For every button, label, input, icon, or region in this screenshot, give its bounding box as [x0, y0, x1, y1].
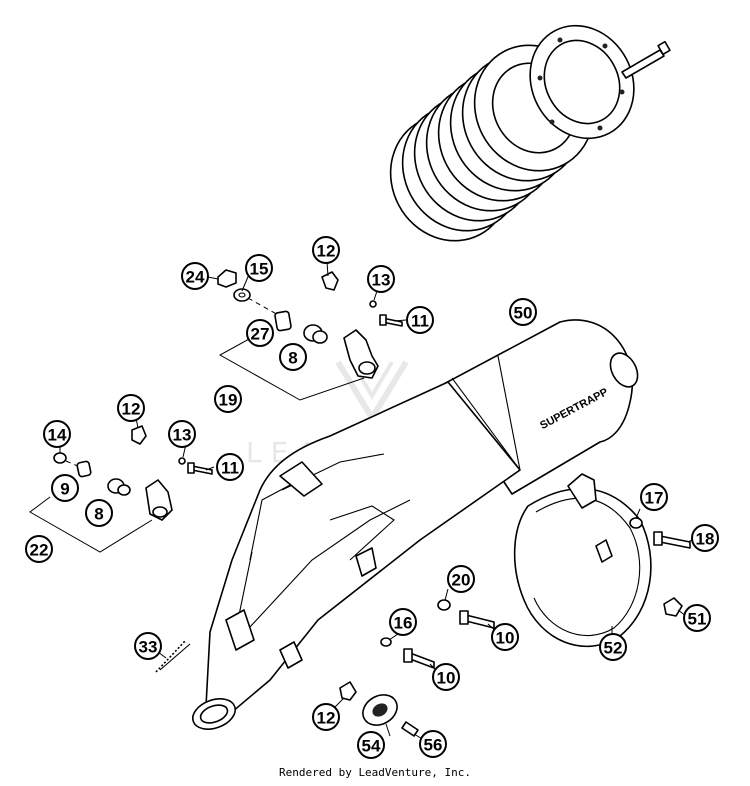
- svg-text:11: 11: [221, 459, 239, 478]
- end-plate: [529, 24, 635, 140]
- clamp-band: [513, 473, 652, 648]
- left-bracket-assembly: [29, 425, 213, 553]
- svg-text:56: 56: [424, 736, 443, 755]
- svg-text:8: 8: [94, 505, 103, 524]
- callout-33[interactable]: 33: [134, 632, 162, 660]
- callouts: 24 15 12 13 11 50 27 8: [25, 236, 719, 759]
- svg-text:12: 12: [122, 400, 141, 419]
- callout-56[interactable]: 56: [419, 730, 447, 758]
- callout-12-lower[interactable]: 12: [312, 703, 340, 731]
- callout-12-left[interactable]: 12: [117, 394, 145, 422]
- svg-text:13: 13: [372, 271, 391, 290]
- callout-14[interactable]: 14: [43, 420, 71, 448]
- callout-51[interactable]: 51: [683, 604, 711, 632]
- svg-text:27: 27: [251, 325, 270, 344]
- svg-text:17: 17: [645, 489, 664, 508]
- callout-15[interactable]: 15: [245, 254, 273, 282]
- callout-20[interactable]: 20: [447, 565, 475, 593]
- svg-text:13: 13: [173, 426, 192, 445]
- svg-text:12: 12: [317, 242, 336, 261]
- svg-text:20: 20: [452, 571, 471, 590]
- coil-spring: [389, 44, 595, 242]
- callout-8-upper[interactable]: 8: [279, 343, 307, 371]
- svg-text:24: 24: [186, 268, 205, 287]
- callout-54[interactable]: 54: [357, 731, 385, 759]
- svg-text:14: 14: [48, 426, 67, 445]
- svg-text:9: 9: [60, 480, 69, 499]
- callout-9[interactable]: 9: [51, 474, 79, 502]
- svg-text:15: 15: [250, 260, 269, 279]
- svg-text:10: 10: [437, 669, 456, 688]
- exhaust-body: [191, 381, 521, 730]
- svg-text:51: 51: [688, 610, 707, 629]
- callout-13-upper[interactable]: 13: [367, 265, 395, 293]
- svg-text:52: 52: [604, 639, 623, 658]
- svg-text:33: 33: [139, 638, 158, 657]
- svg-text:19: 19: [219, 391, 238, 410]
- callout-10-upper[interactable]: 10: [491, 623, 519, 651]
- callout-12-upper[interactable]: 12: [312, 236, 340, 264]
- callout-16[interactable]: 16: [389, 608, 417, 636]
- callout-22[interactable]: 22: [25, 535, 53, 563]
- callout-19[interactable]: 19: [214, 385, 242, 413]
- callout-50[interactable]: 50: [509, 298, 537, 326]
- upper-bracket-assembly: [217, 269, 403, 401]
- callout-17[interactable]: 17: [640, 483, 668, 511]
- svg-text:16: 16: [394, 614, 413, 633]
- svg-text:8: 8: [288, 349, 297, 368]
- footer-credit: Rendered by LeadVenture, Inc.: [278, 766, 472, 779]
- svg-text:54: 54: [362, 737, 381, 756]
- svg-text:18: 18: [696, 530, 715, 549]
- callout-11-left[interactable]: 11: [216, 453, 244, 481]
- svg-text:12: 12: [317, 709, 336, 728]
- callout-8-left[interactable]: 8: [85, 499, 113, 527]
- svg-text:11: 11: [411, 312, 429, 331]
- svg-text:22: 22: [30, 541, 49, 560]
- long-bolt: [621, 40, 671, 79]
- svg-text:50: 50: [514, 304, 533, 323]
- svg-text:10: 10: [496, 629, 515, 648]
- callout-52[interactable]: 52: [599, 633, 627, 661]
- callout-10-lower[interactable]: 10: [432, 663, 460, 691]
- callout-18[interactable]: 18: [691, 524, 719, 552]
- small-hardware: [155, 517, 691, 737]
- callout-24[interactable]: 24: [181, 262, 209, 290]
- callout-27[interactable]: 27: [246, 319, 274, 347]
- callout-13-left[interactable]: 13: [168, 420, 196, 448]
- callout-11-upper[interactable]: 11: [406, 306, 434, 334]
